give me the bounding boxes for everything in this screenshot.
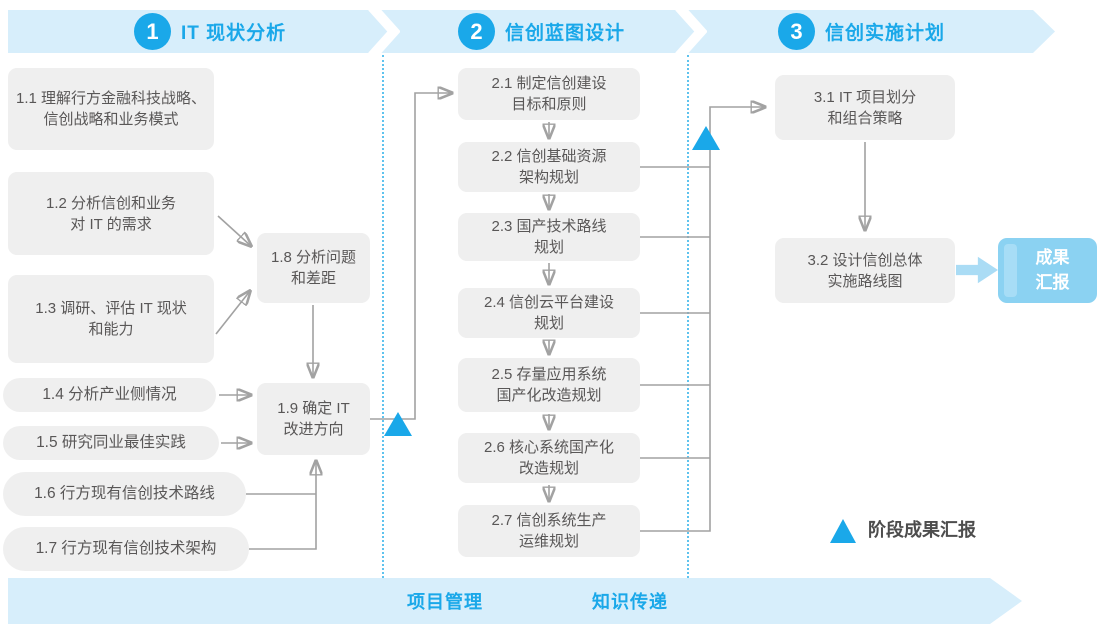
- result-box-stripe: [1004, 244, 1017, 297]
- phase-3-header: 3 信创实施计划: [778, 10, 945, 53]
- task-box-3-2: 3.2 设计信创总体 实施路线图: [775, 238, 955, 303]
- task-box-1-1: 1.1 理解行方金融科技战略、 信创战略和业务模式: [8, 68, 214, 150]
- task-box-3-1: 3.1 IT 项目划分 和组合策略: [775, 75, 955, 140]
- chevron-separator-icon: [673, 10, 707, 53]
- phase-2-title: 信创蓝图设计: [505, 23, 626, 44]
- phase-header-ribbon: 1 IT 现状分析 2 信创蓝图设计 3 信创实施计划: [8, 10, 1055, 53]
- footer-ribbon: 项目管理 知识传递: [8, 578, 1022, 624]
- phase-divider-dotted-line: [687, 55, 689, 578]
- legend-label: 阶段成果汇报: [868, 520, 976, 540]
- result-report-label: 成果 汇报: [1035, 247, 1070, 292]
- task-box-1-8: 1.8 分析问题 和差距: [257, 233, 370, 303]
- phase-2-number-badge: 2: [458, 13, 495, 50]
- result-report-box: 成果 汇报: [998, 238, 1097, 303]
- phase-divider-dotted-line: [382, 55, 384, 578]
- footer-label-knowledge-transfer: 知识传递: [592, 592, 668, 612]
- phase-2-header: 2 信创蓝图设计: [458, 10, 625, 53]
- legend-triangle-icon: [830, 519, 856, 543]
- connector-1-9-to-2-1: [370, 93, 452, 420]
- task-box-1-6: 1.6 行方现有信创技术路线: [3, 472, 246, 516]
- phase-1-title: IT 现状分析: [181, 23, 287, 44]
- phase-3-title: 信创实施计划: [825, 23, 946, 44]
- task-box-1-4: 1.4 分析产业侧情况: [3, 378, 216, 412]
- phase-1-header: 1 IT 现状分析: [134, 10, 286, 53]
- chevron-separator-icon: [366, 10, 400, 53]
- task-box-1-2: 1.2 分析信创和业务 对 IT 的需求: [8, 172, 214, 255]
- connector-1-2-to-1-8: [217, 215, 251, 246]
- task-box-1-9: 1.9 确定 IT 改进方向: [257, 383, 370, 455]
- connector-phase2-to-3-1: [640, 107, 765, 532]
- milestone-triangle-icon: [692, 126, 720, 150]
- task-box-2-6: 2.6 核心系统国产化 改造规划: [458, 433, 640, 483]
- task-box-2-3: 2.3 国产技术路线 规划: [458, 213, 640, 261]
- connector-1-3-to-1-8: [215, 291, 250, 335]
- task-box-1-3: 1.3 调研、评估 IT 现状 和能力: [8, 275, 214, 363]
- task-box-2-5: 2.5 存量应用系统 国产化改造规划: [458, 358, 640, 412]
- footer-label-project-management: 项目管理: [407, 592, 483, 612]
- task-box-2-4: 2.4 信创云平台建设 规划: [458, 288, 640, 338]
- legend: 阶段成果汇报: [830, 516, 976, 543]
- task-box-2-2: 2.2 信创基础资源 架构规划: [458, 142, 640, 192]
- task-box-1-5: 1.5 研究同业最佳实践: [3, 426, 219, 460]
- connector-1-7-to-1-9: [249, 461, 316, 550]
- task-box-2-7: 2.7 信创系统生产 运维规划: [458, 505, 640, 557]
- task-box-1-7: 1.7 行方现有信创技术架构: [3, 527, 249, 571]
- milestone-triangle-icon: [384, 412, 412, 436]
- phase-3-number-badge: 3: [778, 13, 815, 50]
- phase-1-number-badge: 1: [134, 13, 171, 50]
- task-box-2-1: 2.1 制定信创建设 目标和原则: [458, 68, 640, 120]
